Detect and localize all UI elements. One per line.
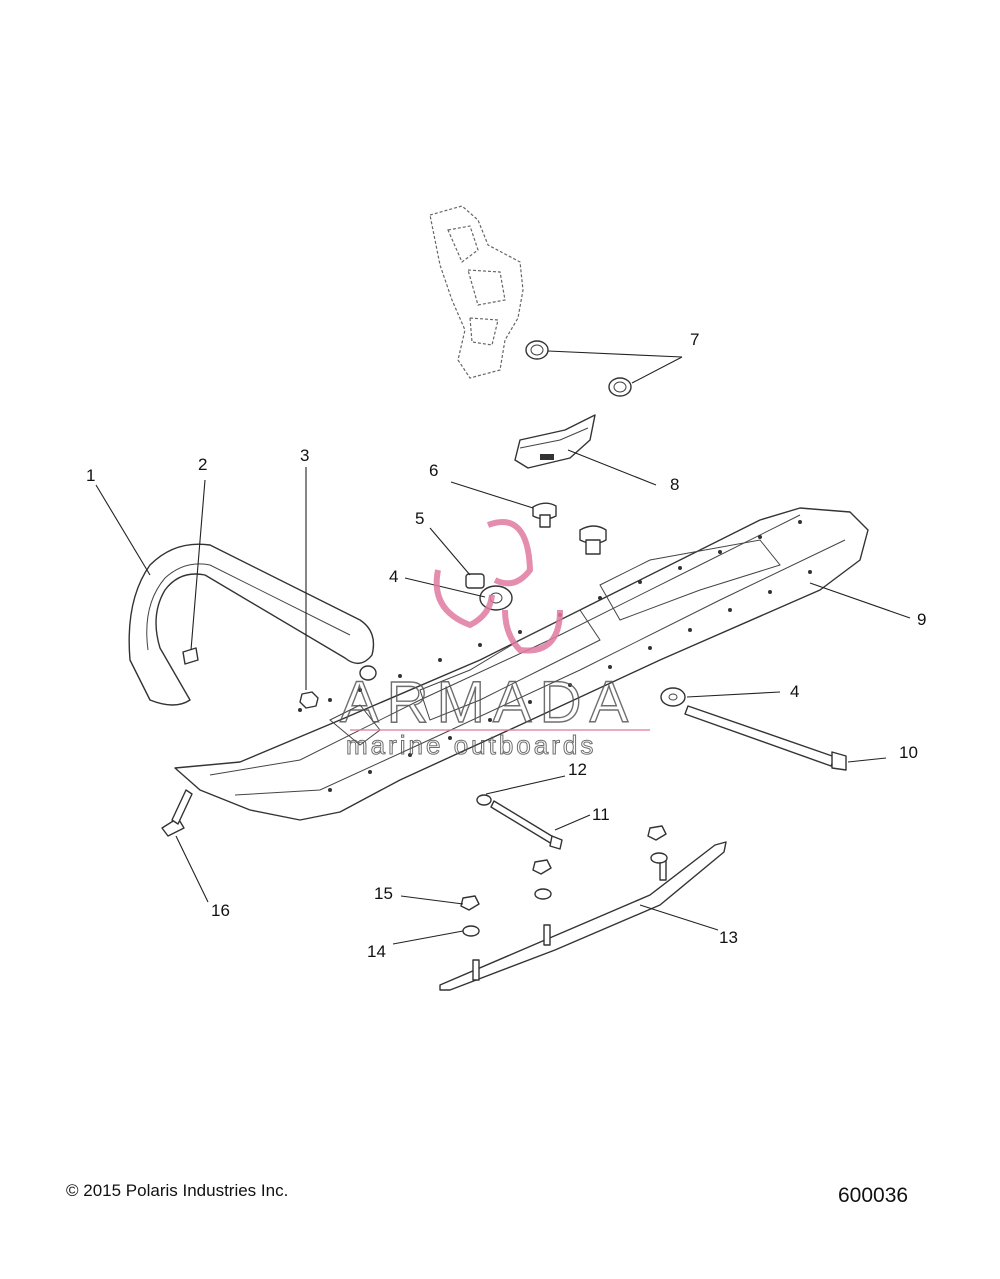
copyright-notice: © 2015 Polaris Industries Inc. bbox=[66, 1181, 289, 1200]
callout-8: 8 bbox=[670, 475, 679, 494]
callout-10: 10 bbox=[899, 743, 918, 762]
ski-body bbox=[174, 507, 869, 821]
callout-5: 5 bbox=[415, 509, 424, 528]
ski-loop-handle bbox=[128, 543, 377, 706]
callout-4b: 4 bbox=[790, 682, 799, 701]
ski-bushings bbox=[532, 502, 607, 555]
spindle-reference bbox=[429, 205, 524, 379]
bumper-part-8 bbox=[514, 414, 596, 469]
bolt-part-10 bbox=[684, 705, 847, 771]
propeller-logo bbox=[433, 519, 563, 654]
leader-lines bbox=[95, 350, 911, 945]
callout-11: 11 bbox=[592, 805, 610, 824]
watermark-tagline: marine outboards bbox=[346, 730, 596, 760]
armada-watermark: ARMADA marine outboards bbox=[339, 519, 650, 761]
callout-16: 16 bbox=[211, 901, 230, 920]
callout-15: 15 bbox=[374, 884, 393, 903]
callout-2: 2 bbox=[198, 455, 207, 474]
callout-13: 13 bbox=[719, 928, 738, 947]
nut-part-3 bbox=[299, 691, 319, 709]
callout-7: 7 bbox=[690, 330, 699, 349]
screw-part-16 bbox=[161, 789, 193, 837]
callout-9: 9 bbox=[917, 610, 926, 629]
washer-part-4 bbox=[660, 687, 686, 707]
callout-12: 12 bbox=[568, 760, 587, 779]
wear-bar bbox=[439, 841, 727, 991]
callout-labels: 1 2 3 4 5 6 7 8 9 4 10 12 11 15 16 13 14 bbox=[86, 330, 926, 961]
bolt-part-11 bbox=[476, 794, 563, 850]
nut-washer-parts bbox=[460, 825, 668, 937]
drawing-number: 600036 bbox=[838, 1184, 909, 1207]
callout-3: 3 bbox=[300, 446, 309, 465]
callout-6: 6 bbox=[429, 461, 438, 480]
callout-14: 14 bbox=[367, 942, 386, 961]
watermark-brand: ARMADA bbox=[340, 670, 636, 735]
callout-4: 4 bbox=[389, 567, 398, 586]
callout-1: 1 bbox=[86, 466, 95, 485]
bushing-part-7 bbox=[525, 340, 632, 397]
